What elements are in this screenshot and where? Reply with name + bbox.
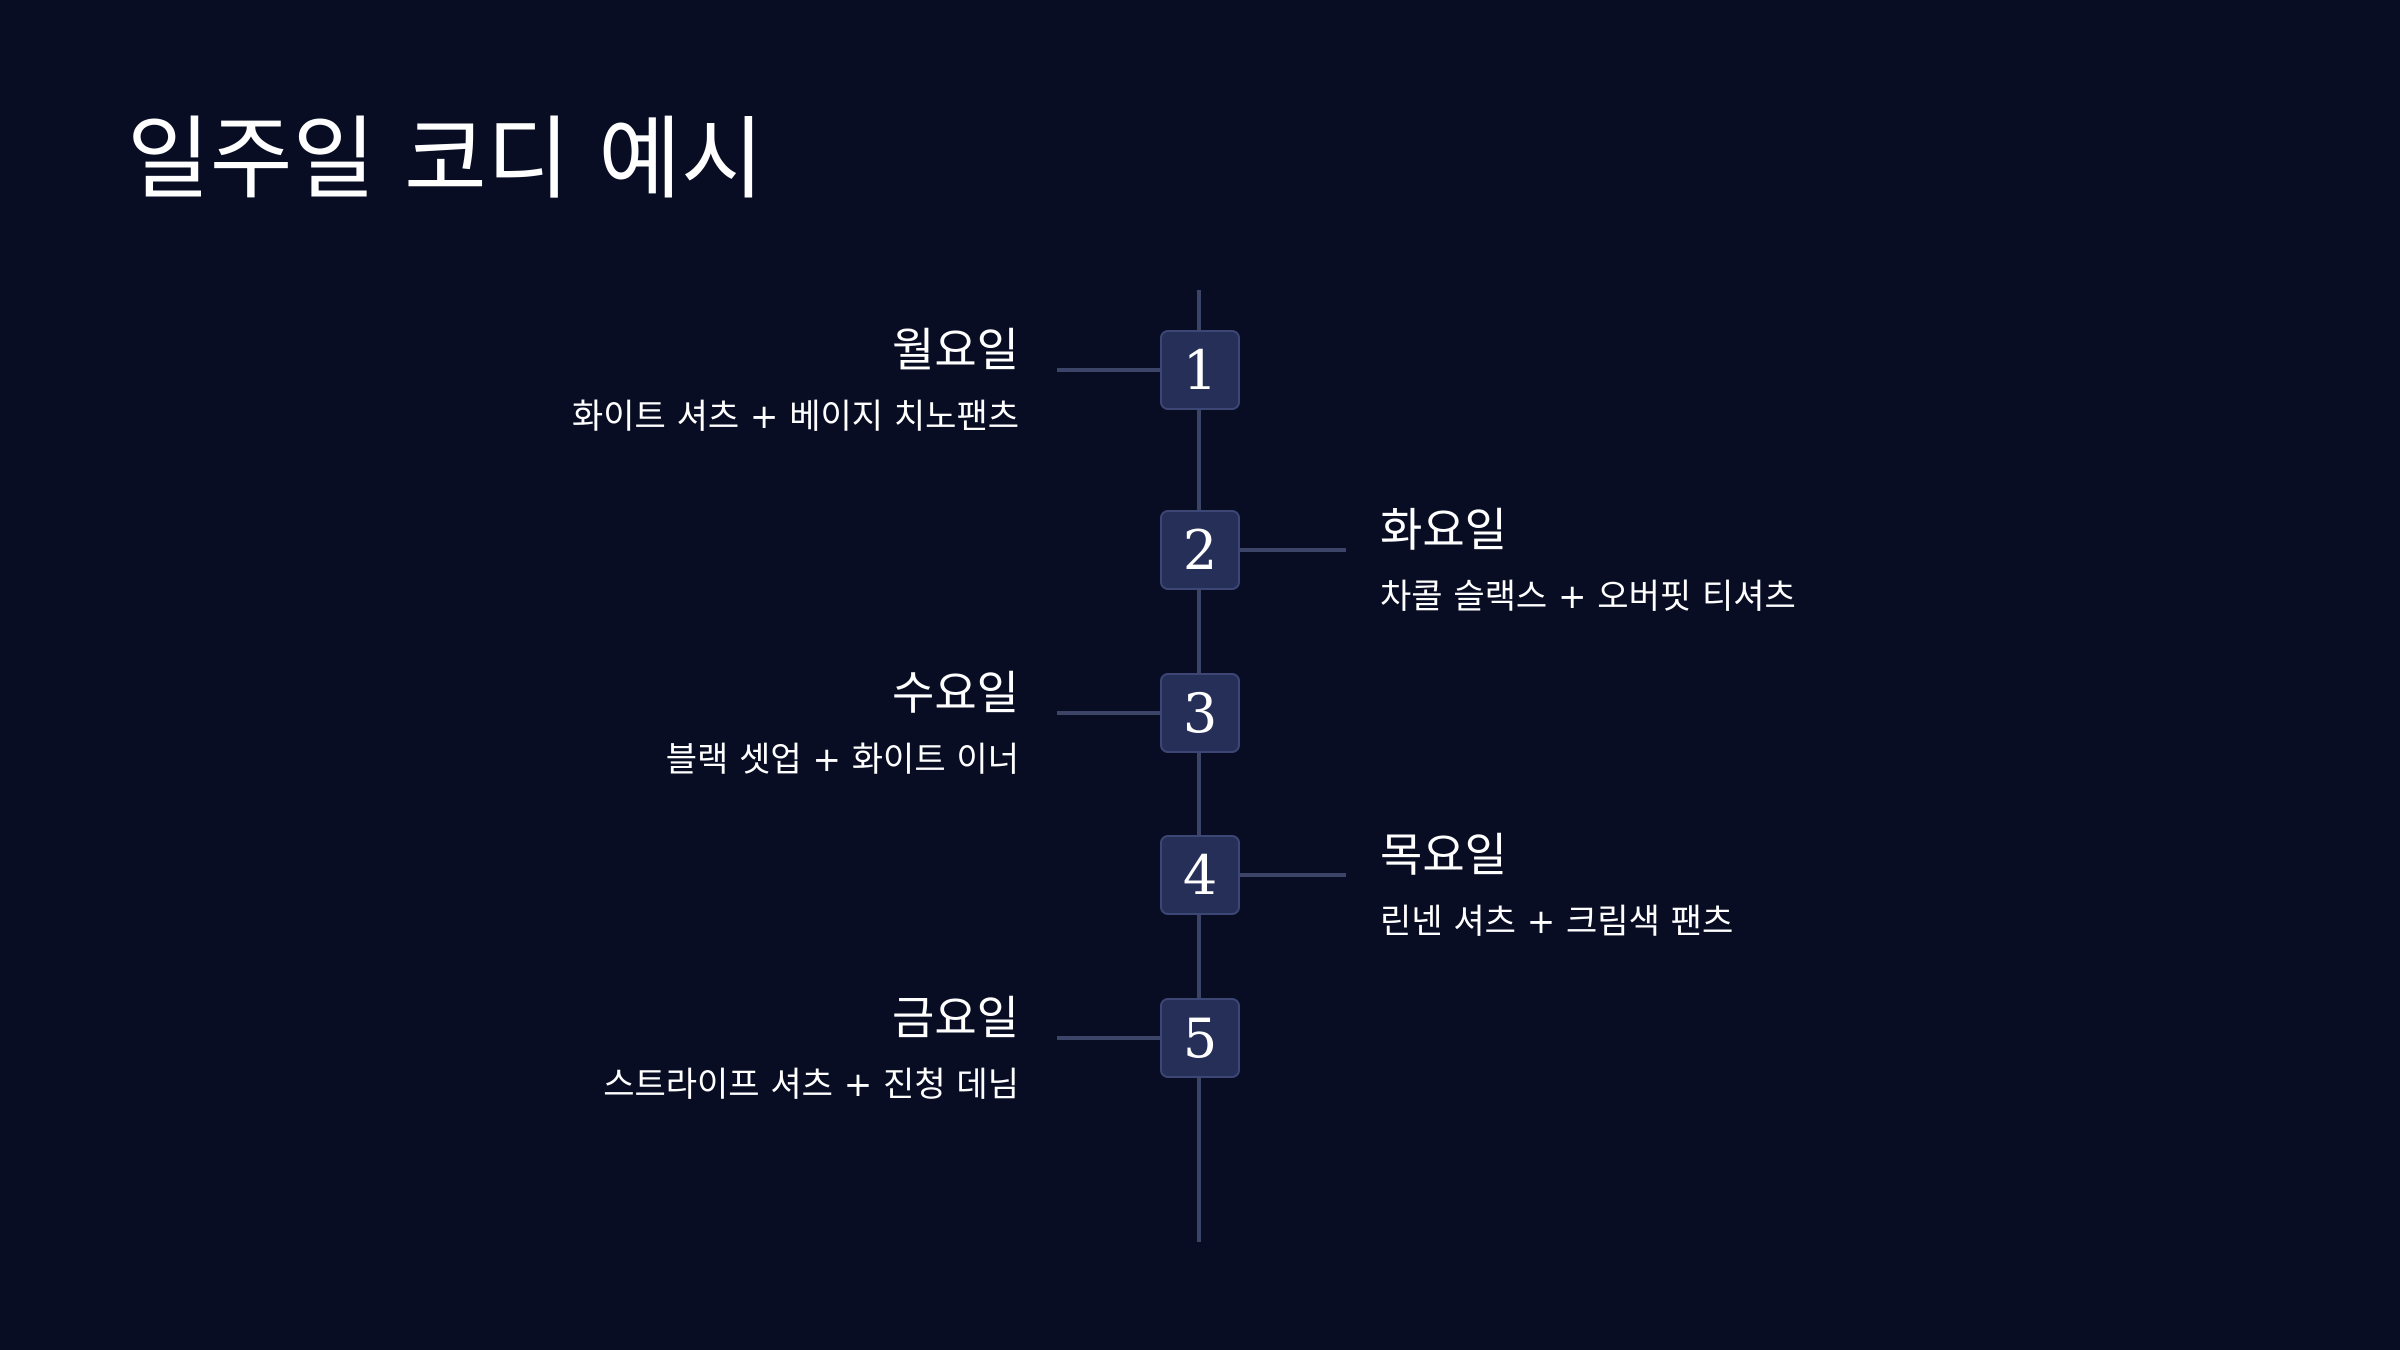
step-badge-2: 2	[1160, 510, 1240, 590]
day-label: 월요일	[892, 323, 1019, 377]
day-label: 금요일	[892, 991, 1019, 1045]
step-badge-4: 4	[1160, 835, 1240, 915]
connector-4	[1240, 873, 1346, 877]
outfit-text: 린넨 셔츠 + 크림색 팬츠	[1380, 902, 1734, 942]
step-badge-1: 1	[1160, 330, 1240, 410]
connector-3	[1057, 711, 1163, 715]
day-label: 화요일	[1380, 503, 1507, 557]
timeline-entry-wednesday: 수요일 블랙 셋업 + 화이트 이너	[666, 663, 1019, 783]
connector-1	[1057, 368, 1163, 372]
day-label: 수요일	[892, 666, 1019, 720]
day-label: 목요일	[1380, 828, 1507, 882]
outfit-text: 화이트 셔츠 + 베이지 치노팬츠	[571, 397, 1019, 437]
step-badge-3: 3	[1160, 673, 1240, 753]
outfit-text: 스트라이프 셔츠 + 진청 데님	[603, 1065, 1019, 1105]
connector-5	[1057, 1036, 1163, 1040]
timeline-line	[1197, 290, 1201, 1242]
page-title: 일주일 코디 예시	[127, 107, 764, 212]
outfit-text: 블랙 셋업 + 화이트 이너	[665, 740, 1019, 780]
timeline-entry-monday: 월요일 화이트 셔츠 + 베이지 치노팬츠	[572, 320, 1019, 440]
timeline-entry-friday: 금요일 스트라이프 셔츠 + 진청 데님	[603, 988, 1019, 1108]
outfit-text: 차콜 슬랙스 + 오버핏 티셔츠	[1380, 577, 1796, 617]
timeline-entry-tuesday: 화요일 차콜 슬랙스 + 오버핏 티셔츠	[1380, 500, 1796, 620]
step-badge-5: 5	[1160, 998, 1240, 1078]
connector-2	[1240, 548, 1346, 552]
timeline-entry-thursday: 목요일 린넨 셔츠 + 크림색 팬츠	[1380, 825, 1733, 945]
